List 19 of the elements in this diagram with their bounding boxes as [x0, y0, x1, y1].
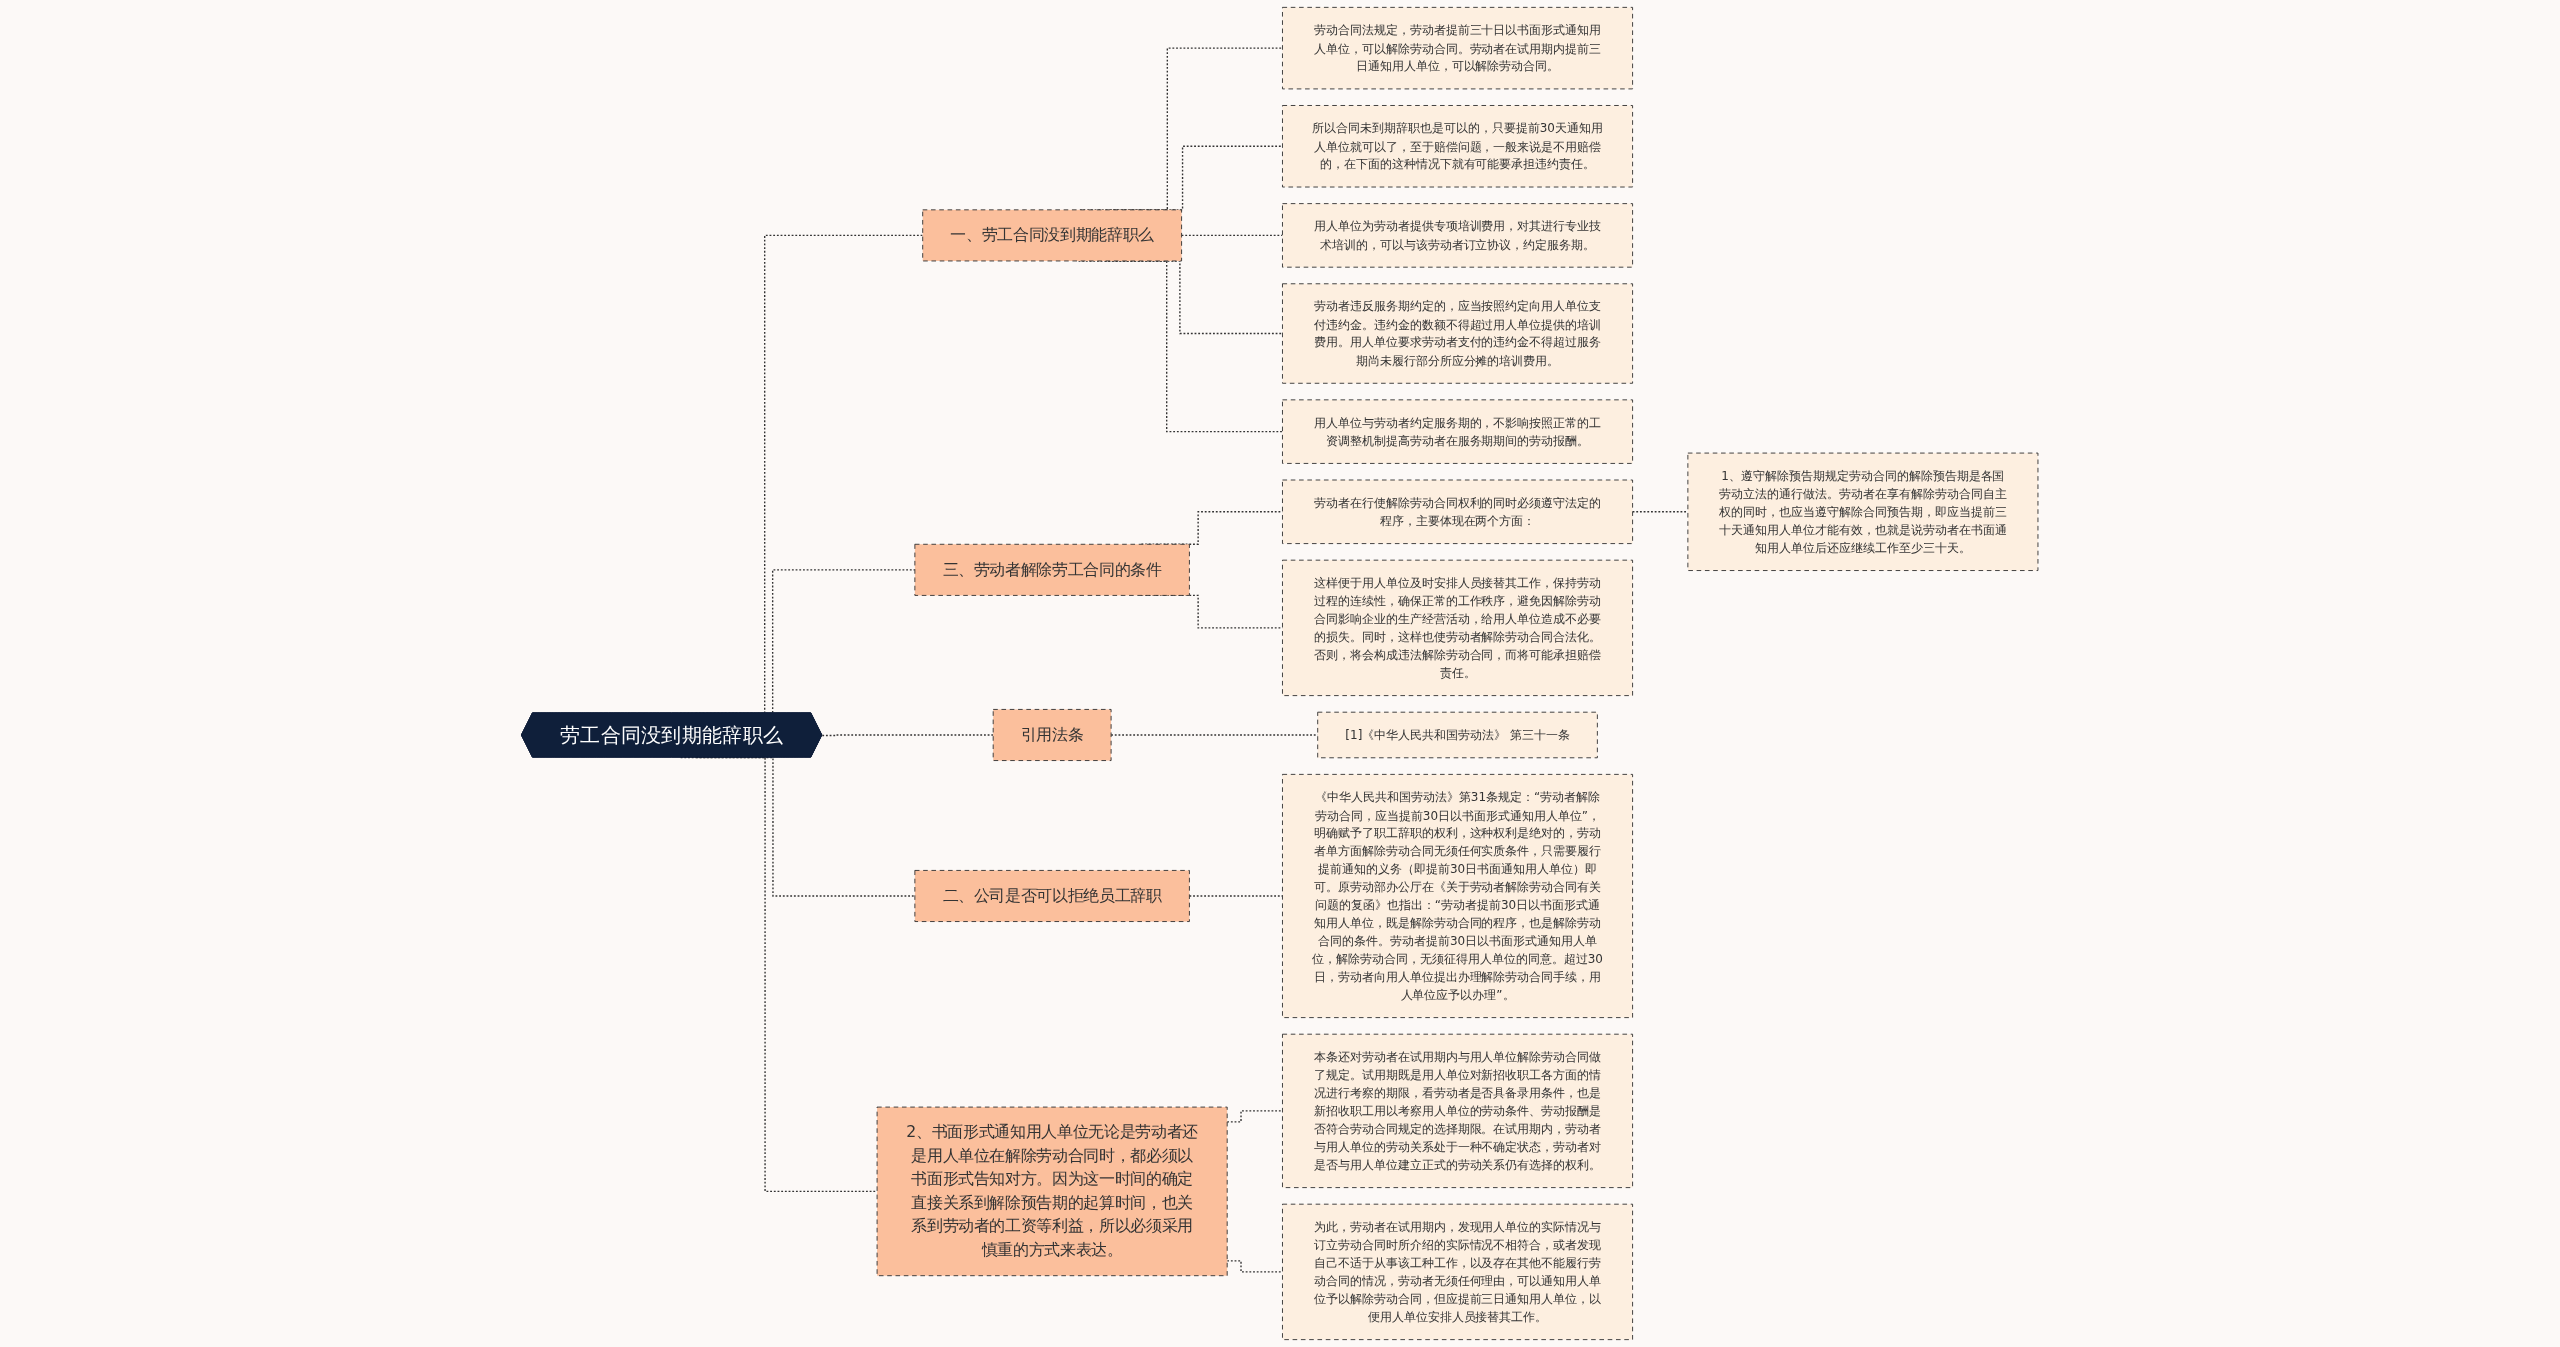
node-box: 二、公司是否可以拒绝员工辞职: [914, 869, 1191, 922]
node-box: 这样便于用人单位及时安排人员接替其工作，保持劳动过程的连续性，确保正常的工作秩序，避免因解除劳动合同影响企业的生产经营活动，给用人单位造成不必要的损失。同时，这样也使劳动者解除劳动合同合法化。否则，将会构成违法解除劳动合同，而将可能承担赔偿责任。: [1282, 559, 1634, 697]
node-box: 劳动合同法规定，劳动者提前三十日以书面形式通知用人单位，可以解除劳动合同。劳动者在试用期内提前三日通知用人单位，可以解除劳动合同。: [1282, 6, 1634, 90]
node-box: 《中华人民共和国劳动法》第31条规定：“劳动者解除劳动合同，应当提前30日以书面形式通知用人单位”，明确赋予了职工辞职的权利，这种权利是绝对的，劳动者单方面解除劳动合同无须任何实质条件，只需要履行提前通知的义务（即提前30日书面通知用人单位）即可。原劳动部办公厅在《关于劳动者解除劳动合同有关问题的复函》也指出：“劳动者提前30日以书面形式通知用人单位，既是解除劳动合同的程序，也是解除劳动合同的条件。劳动者提前30日以书面形式通知用人单位，解除劳动合同，无须征得用人单位的同意。超过30日，劳动者向用人单位提出办理解除劳动合同手续，用人单位应予以办理”。: [1282, 773, 1634, 1019]
node-box: 三、劳动者解除劳工合同的条件: [914, 543, 1191, 596]
connector: [821, 734, 995, 737]
node-box: 一、劳工合同没到期能辞职么: [922, 209, 1183, 262]
node-box: 劳动者在行使解除劳动合同权利的同时必须遵守法定的程序，主要体现在两个方面：: [1282, 479, 1634, 545]
node-box: 为此，劳动者在试用期内，发现用人单位的实际情况与订立劳动合同时所介绍的实际情况不相符合，或者发现自己不适于从事该工种工作，以及存在其他不能履行劳动合同的情况，劳动者无须任何理由，可以通知用人单位予以解除劳动合同，但应提前三日通知用人单位，以便用人单位安排人员接替其工作。: [1282, 1203, 1634, 1341]
node-box: 本条还对劳动者在试用期内与用人单位解除劳动合同做了规定。试用期既是用人单位对新招收职工各方面的情况进行考察的期限，看劳动者是否具备录用条件，也是新招收职工用以考察用人单位的劳动条件、劳动报酬是否符合劳动合同规定的选择期限。在试用期内，劳动者与用人单位的劳动关系处于一种不确定状态，劳动者对是否与用人单位建立正式的劳动关系仍有选择的权利。: [1282, 1033, 1634, 1189]
node-box: 所以合同未到期辞职也是可以的，只要提前30天通知用人单位就可以了，至于赔偿问题，一般来说是不用赔偿的，在下面的这种情况下就有可能要承担违约责任。: [1282, 105, 1634, 188]
node-box: 2、书面形式通知用人单位无论是劳动者还是用人单位在解除劳动合同时，都必须以书面形式告知对方。因为这一时间的确定直接关系到解除预告期的起算时间，也关系到劳动者的工资等利益，所以必须采用慎重的方式来表达。: [876, 1106, 1228, 1277]
node-box: 用人单位与劳动者约定服务期的，不影响按照正常的工资调整机制提高劳动者在服务期期间的劳动报酬。: [1282, 399, 1634, 464]
node-box: 劳动者违反服务期约定的，应当按照约定向用人单位支付违约金。违约金的数额不得超过用人单位提供的培训费用。用人单位要求劳动者支付的违约金不得超过服务期尚未履行部分所应分摊的培训费用。: [1282, 283, 1634, 384]
node-box: 用人单位为劳动者提供专项培训费用，对其进行专业技术培训的，可以与该劳动者订立协议，约定服务期。: [1282, 203, 1634, 268]
node-box: 引用法条: [993, 708, 1112, 761]
node-box: 1、遵守解除预告期规定劳动合同的解除预告期是各国劳动立法的通行做法。劳动者在享有解除劳动合同自主权的同时，也应当遵守解除合同预告期，即应当提前三十天通知用人单位才能有效，也就是说劳动者在书面通知用人单位后还应继续工作至少三十天。: [1687, 452, 2039, 571]
connector: [1632, 511, 1689, 513]
node-box: [1]《中华人民共和国劳动法》 第三十一条: [1317, 711, 1599, 759]
